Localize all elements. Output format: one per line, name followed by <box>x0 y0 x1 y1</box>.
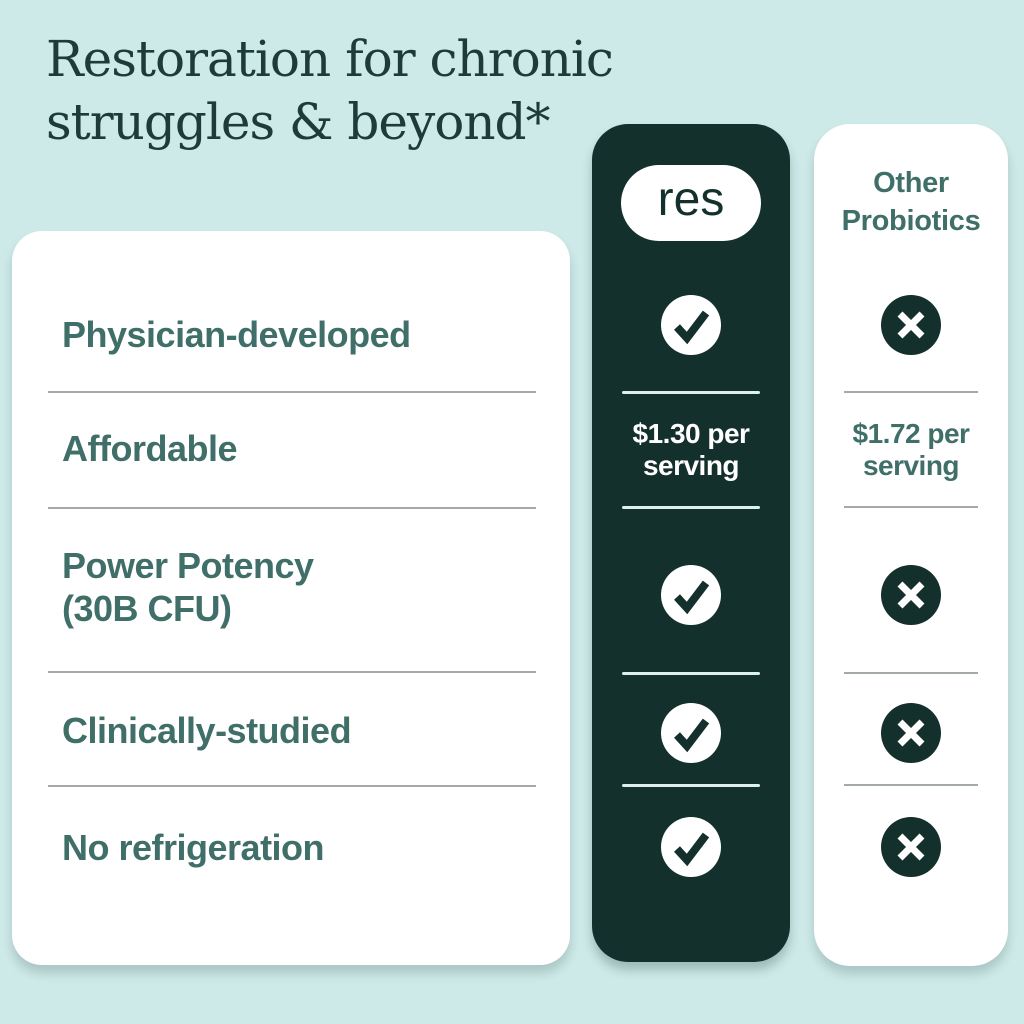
res-logo-pill: res <box>621 165 761 241</box>
feature-no-refrigeration: No refrigeration <box>62 827 325 868</box>
feature-power-potency-line1: Power Potency <box>62 545 314 586</box>
res-price-line2: serving <box>642 450 740 481</box>
other-price-line1: $1.72 per <box>852 418 970 449</box>
other-probiotics-column: Other Probiotics $1.72 per serving <box>814 124 1008 966</box>
feature-power-potency-line2: (30B CFU) <box>62 588 232 629</box>
feature-affordable: Affordable <box>62 428 238 469</box>
res-price-line1: $1.30 per <box>632 418 750 449</box>
divider <box>48 671 536 673</box>
divider <box>622 672 760 675</box>
feature-power-potency: Power Potency (30B CFU) <box>62 544 314 630</box>
check-icon <box>661 703 721 763</box>
divider <box>48 507 536 509</box>
other-column-title-line2: Probiotics <box>841 205 981 237</box>
x-icon <box>881 817 941 877</box>
res-column: res $1.30 per serving <box>592 124 790 962</box>
page-title-line1: Restoration for chronic <box>46 30 614 88</box>
divider <box>844 784 978 786</box>
divider <box>48 785 536 787</box>
feature-clinically-studied: Clinically-studied <box>62 710 352 751</box>
divider <box>844 506 978 508</box>
feature-card: Physician-developed Affordable Power Pot… <box>12 231 570 965</box>
page-title-line2: struggles & beyond* <box>46 93 551 151</box>
divider <box>48 391 536 393</box>
x-icon <box>881 565 941 625</box>
feature-physician-developed: Physician-developed <box>62 314 411 355</box>
other-price-line2: serving <box>862 450 960 481</box>
x-icon <box>881 703 941 763</box>
check-icon <box>661 295 721 355</box>
check-icon <box>661 817 721 877</box>
divider <box>622 784 760 787</box>
divider <box>622 506 760 509</box>
other-column-title: Other Probiotics <box>814 164 1008 240</box>
page-title: Restoration for chronic struggles & beyo… <box>46 28 614 154</box>
check-icon <box>661 565 721 625</box>
other-column-title-line1: Other <box>873 167 949 199</box>
divider <box>844 672 978 674</box>
res-brand-text: res <box>657 173 725 226</box>
divider <box>622 391 760 394</box>
x-icon <box>881 295 941 355</box>
divider <box>844 391 978 393</box>
other-price: $1.72 per serving <box>814 418 1008 482</box>
res-price: $1.30 per serving <box>592 418 790 482</box>
